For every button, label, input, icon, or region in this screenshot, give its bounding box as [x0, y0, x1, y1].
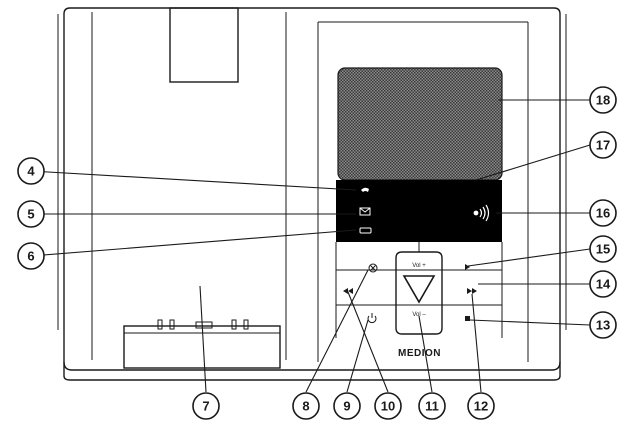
callout-11: 11: [418, 392, 446, 420]
stop-icon[interactable]: [465, 316, 470, 321]
rewind-icon[interactable]: [343, 288, 353, 294]
svg-text:8: 8: [302, 399, 309, 414]
delete-icon[interactable]: [368, 263, 378, 273]
down-triangle-icon[interactable]: [402, 275, 436, 304]
brand-logo: MEDION: [398, 348, 441, 359]
callout-9: 9: [333, 392, 361, 420]
svg-text:11: 11: [425, 399, 439, 414]
callout-7: 7: [192, 392, 220, 420]
callout-5: 5: [17, 200, 45, 228]
signal-icon: [473, 204, 490, 222]
callout-17: 17: [589, 131, 617, 159]
svg-text:18: 18: [596, 93, 610, 108]
callout-6: 6: [17, 242, 45, 270]
svg-text:16: 16: [596, 206, 610, 221]
vol-down-label: Vol –: [412, 312, 426, 318]
play-icon[interactable]: [465, 264, 470, 270]
vol-up-label: Vol +: [412, 263, 426, 269]
callout-16: 16: [589, 199, 617, 227]
callout-12: 12: [467, 392, 495, 420]
svg-text:17: 17: [596, 138, 610, 153]
svg-text:5: 5: [27, 207, 34, 222]
callout-13: 13: [589, 311, 617, 339]
callout-18: 18: [589, 86, 617, 114]
svg-text:15: 15: [596, 242, 610, 257]
charging-cradle: [91, 7, 287, 369]
base-panel: [317, 21, 529, 362]
svg-text:13: 13: [596, 318, 610, 333]
callout-15: 15: [589, 235, 617, 263]
speaker-grille: [337, 67, 503, 181]
envelope-icon: [359, 207, 371, 216]
callout-10: 10: [374, 392, 402, 420]
callout-14: 14: [589, 270, 617, 298]
svg-text:12: 12: [474, 399, 488, 414]
svg-text:14: 14: [596, 277, 611, 292]
phone-icon: [361, 187, 369, 192]
power-icon[interactable]: [367, 313, 377, 324]
callout-8: 8: [292, 392, 320, 420]
callout-4: 4: [17, 157, 45, 185]
leader-lines: [30, 99, 591, 393]
fast-forward-icon[interactable]: [467, 288, 477, 294]
svg-text:4: 4: [27, 164, 35, 179]
svg-text:6: 6: [27, 249, 34, 264]
battery-icon: [359, 227, 372, 234]
svg-text:9: 9: [343, 399, 350, 414]
keypad: [335, 242, 503, 338]
svg-text:7: 7: [202, 399, 209, 414]
svg-text:10: 10: [381, 399, 395, 414]
